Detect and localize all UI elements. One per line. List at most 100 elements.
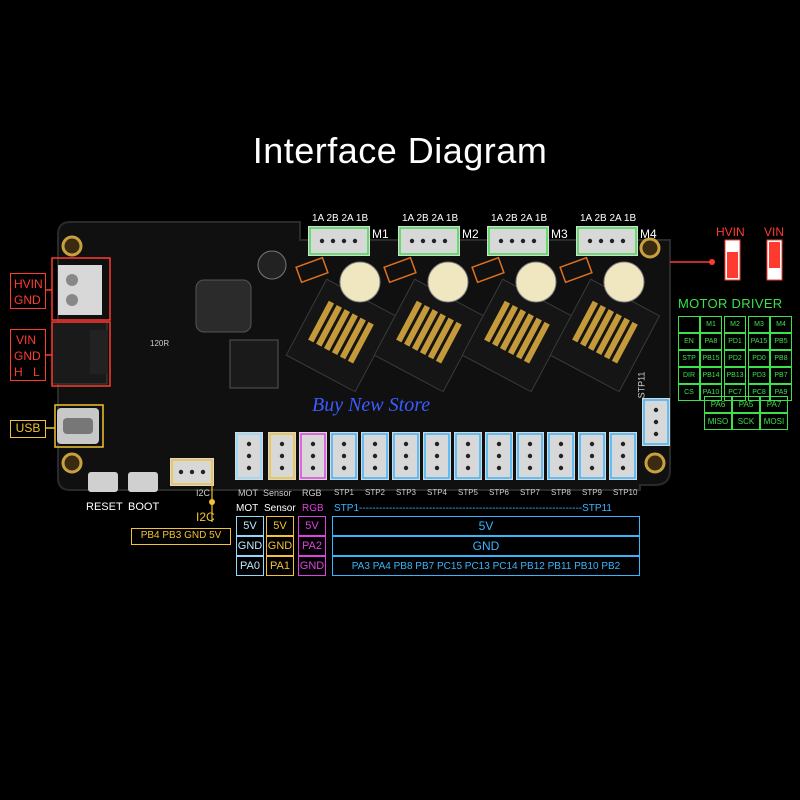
rgb-board-label: RGB (302, 488, 322, 498)
md-cell: PB15 (700, 350, 722, 367)
motor-connector (576, 226, 638, 256)
vin-jumper-label: VIN (764, 225, 785, 239)
motor-port-name: M3 (551, 227, 568, 241)
mot-pin-cell: GND (236, 536, 264, 556)
motor-port-name: M4 (640, 227, 657, 241)
stp-connector (423, 432, 451, 480)
stp-connector (547, 432, 575, 480)
md-cell: STP (678, 350, 700, 367)
stp-board-label: STP5 (458, 488, 479, 497)
can-l-label: L (33, 365, 40, 379)
md-header-cell: M4 (770, 316, 792, 333)
spi-cell: MOSI (760, 413, 788, 430)
md-cell: PA9 (770, 384, 792, 401)
i2c-board-label: I2C (196, 488, 211, 498)
md-cell: PD2 (724, 350, 746, 367)
i2c-pins: PB4 PB3 GND 5V (131, 528, 231, 545)
stp11-connector (642, 398, 670, 446)
hvin-label: HVIN (14, 277, 43, 291)
stp11-board-label: STP11 (636, 371, 647, 399)
i2c-label: I2C (196, 510, 215, 524)
stp-connector (485, 432, 513, 480)
jumper-dot (709, 259, 715, 265)
mounting-holes (61, 235, 666, 474)
vin-frame (51, 321, 111, 387)
vin-can-terminal (51, 321, 108, 385)
spi-cell: SCK (732, 413, 760, 430)
mot-pin-cell: PA0 (236, 556, 264, 576)
md-cell: PB7 (770, 367, 792, 384)
capacitor (257, 250, 287, 280)
stp-board-label: STP3 (396, 488, 417, 497)
driver-module (549, 256, 661, 393)
md-header-cell: M3 (748, 316, 770, 333)
stp-board-label: STP10 (613, 488, 638, 497)
driver-modules (285, 256, 661, 393)
motor-connector (398, 226, 460, 256)
motor-pin-label: 1A 2B 2A 1B (580, 213, 637, 224)
motor-connector (487, 226, 549, 256)
spi-cell: PA7 (760, 396, 788, 413)
rgb-connector (299, 432, 327, 480)
can-h-label: H (14, 365, 23, 379)
stp-board-label: STP7 (520, 488, 541, 497)
mot-board-label: MOT (238, 488, 258, 498)
sensor-connector (268, 432, 296, 480)
stp-pin-row: 5V (332, 516, 640, 536)
md-header-cell: M2 (724, 316, 746, 333)
md-cell: PB8 (770, 350, 792, 367)
md-cell: PD1 (724, 333, 746, 350)
stp-board-label: STP4 (427, 488, 448, 497)
md-cell: PD0 (748, 350, 770, 367)
hvin-jumper (724, 239, 741, 281)
stp-connector (578, 432, 606, 480)
md-header-cell (678, 316, 700, 333)
sensor-label: Sensor (264, 503, 296, 514)
spi-cell: PA6 (704, 396, 732, 413)
motor-pin-label: 1A 2B 2A 1B (312, 213, 369, 224)
stp-connector (361, 432, 389, 480)
md-cell: PC7 (724, 384, 746, 401)
rgb-pin-cell: GND (298, 556, 326, 576)
resistor-label: 120R (150, 339, 170, 348)
inductor (195, 279, 252, 333)
motor-connector (308, 226, 370, 256)
motor-port-name: M2 (462, 227, 479, 241)
hvin-gnd-label: GND (14, 293, 41, 307)
boot-button-shape (128, 472, 158, 492)
mot-connector (235, 432, 263, 480)
md-cell: PB14 (700, 367, 722, 384)
stp-pin-row: GND (332, 536, 640, 556)
stp-connector (330, 432, 358, 480)
page-title: Interface Diagram (252, 130, 548, 171)
driver-module (285, 256, 397, 393)
motor-pin-label: 1A 2B 2A 1B (402, 213, 459, 224)
stp-connector (392, 432, 420, 480)
i2c-dot (209, 499, 215, 505)
stp-connector (609, 432, 637, 480)
usb-port (57, 408, 99, 444)
motor-driver-title: MOTOR DRIVER (678, 296, 783, 311)
md-cell: PA15 (748, 333, 770, 350)
md-cell: PB5 (770, 333, 792, 350)
reset-button-shape (88, 472, 118, 492)
rgb-pin-cell: 5V (298, 516, 326, 536)
motor-pin-label: 1A 2B 2A 1B (491, 213, 548, 224)
stp-connector (454, 432, 482, 480)
sensor-pin-cell: PA1 (266, 556, 294, 576)
stp-board-label: STP2 (365, 488, 386, 497)
hvin-frame (51, 257, 111, 321)
vin-jumper (766, 239, 783, 281)
rgb-pin-cell: PA2 (298, 536, 326, 556)
watermark: Buy New Store (312, 394, 431, 416)
sensor-board-label: Sensor (263, 488, 292, 498)
stp-range-label: STP1------------------------------------… (334, 503, 612, 514)
vin-label: VIN (16, 333, 37, 347)
stp-board-label: STP1 (334, 488, 355, 497)
i2c-connector (170, 458, 214, 486)
driver-module (373, 256, 485, 393)
vin-gnd-label: GND (14, 349, 41, 363)
hvin-label-box (10, 273, 46, 309)
boot-label: BOOT (128, 501, 160, 513)
md-cell: PB13 (724, 367, 746, 384)
